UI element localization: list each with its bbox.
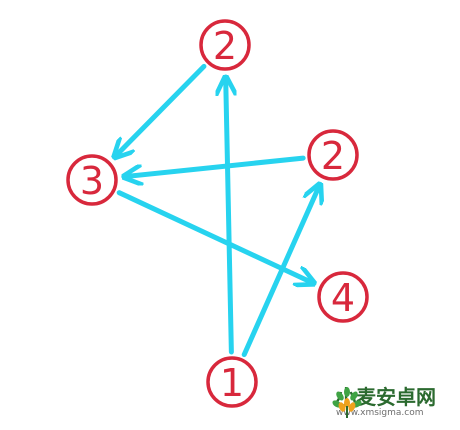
node-label: 2 [321,134,345,178]
arrow-n3-to-n4 [116,190,314,284]
node-3: 3 [66,154,118,206]
node-circle [307,129,359,181]
node-circle [199,19,251,71]
wheat-logo-icon [332,387,362,418]
node-2-top: 2 [199,19,251,71]
node-label: 4 [331,276,355,320]
node-4: 4 [317,271,369,323]
node-label: 2 [213,24,237,68]
arrow-n1-to-n2_top [226,74,232,355]
node-1: 1 [206,356,258,408]
arrow-n2_right-to-n3 [124,155,306,177]
node-2-right: 2 [307,129,359,181]
node-circle [317,271,369,323]
node-circle [206,356,258,408]
node-circle [66,154,118,206]
edges-group [114,63,320,358]
node-label: 1 [220,361,244,405]
node-label: 3 [80,159,104,203]
watermark: 小麦安卓网 www.xmsigma.com [330,386,436,419]
arrow-n2_top-to-n3 [114,63,207,157]
watermark-url: www.xmsigma.com [336,408,424,418]
